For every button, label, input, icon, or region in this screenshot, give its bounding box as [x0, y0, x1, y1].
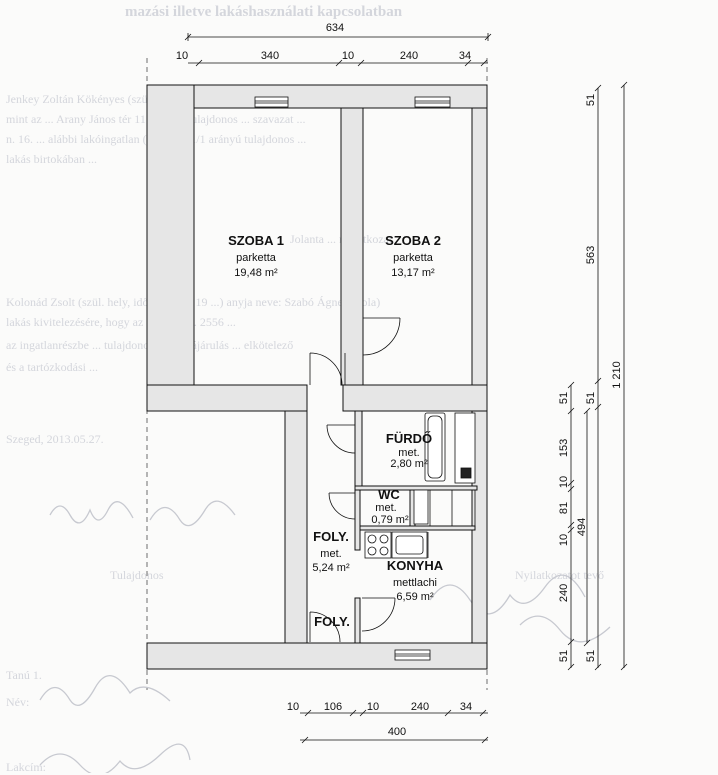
- dimension-labels: 634 10 340 10 240 34 10 106 10 240 34 40…: [176, 22, 623, 738]
- fixtures: [364, 412, 476, 559]
- dim-bottom-total: 400: [388, 726, 406, 738]
- document-line: és a tartózkodási ...: [6, 360, 98, 374]
- wall-west-upper: [146, 84, 195, 386]
- dim-top-seg: 10: [176, 50, 188, 62]
- room-floor: parketta: [236, 252, 277, 264]
- wall-mid-west: [146, 384, 308, 412]
- room-name: FÜRDŐ: [386, 431, 432, 446]
- wall-wc-west: [354, 489, 361, 551]
- dim-top-seg: 34: [459, 50, 471, 62]
- walls: [146, 84, 488, 670]
- dim-right-inner: 10: [558, 476, 570, 488]
- dim-bottom-seg: 34: [460, 701, 472, 713]
- doors: [309, 317, 401, 643]
- boiler: [460, 467, 472, 479]
- door-foly-lower: [309, 611, 341, 643]
- window-szoba1: [254, 96, 289, 108]
- wall-foly-west: [284, 410, 308, 644]
- dim-top-seg: 240: [400, 50, 418, 62]
- wall-bath-south: [354, 485, 478, 491]
- dim-right-494: 494: [576, 518, 588, 536]
- door-wc: [328, 492, 356, 520]
- room-area: 5,24 m²: [312, 562, 350, 574]
- dim-right-inner: 10: [558, 534, 570, 546]
- document-date: Szeged, 2013.05.27.: [6, 432, 104, 446]
- room-area: 2,80 m²: [390, 458, 428, 470]
- room-name: SZOBA 2: [385, 233, 441, 248]
- witness-label: Tanú 1.: [6, 668, 42, 682]
- room-name: KONYHA: [387, 558, 444, 573]
- wall-mid-east: [342, 384, 488, 412]
- document-title: mazási illetve lakáshasználati kapcsolat…: [125, 4, 403, 20]
- dim-top-seg: 10: [342, 50, 354, 62]
- dim-bottom-seg: 10: [367, 701, 379, 713]
- windows: [254, 96, 451, 661]
- room-floor: mettlachi: [393, 577, 437, 589]
- witness-name-label: Név:: [6, 695, 30, 709]
- dim-right-mid: 563: [585, 246, 597, 264]
- dimension-lines: [184, 33, 628, 744]
- room-area: 19,48 m²: [234, 267, 278, 279]
- axis-lines: [146, 58, 488, 690]
- dim-bottom-seg: 10: [287, 701, 299, 713]
- signature-caption-owner: Tulajdonos: [110, 568, 164, 582]
- room-labels: SZOBA 1 parketta 19,48 m² SZOBA 2 parket…: [228, 233, 444, 629]
- dim-right-outer: 1 210: [611, 361, 623, 389]
- dim-right-inner: 51: [558, 392, 570, 404]
- dim-right-inner: 240: [558, 584, 570, 602]
- dim-top-seg: 340: [261, 50, 279, 62]
- room-area: 6,59 m²: [396, 591, 434, 603]
- room-floor: met.: [320, 548, 341, 560]
- wc-cabinet: [413, 489, 429, 525]
- room-name: FOLY.: [313, 529, 349, 544]
- window-szoba2: [414, 96, 451, 108]
- witness-address-label: Lakcím:: [6, 760, 46, 774]
- room-name: SZOBA 1: [228, 233, 284, 248]
- door-szoba2: [362, 317, 401, 356]
- dim-right-mid: 51: [585, 94, 597, 106]
- room-floor: met.: [375, 502, 396, 514]
- dim-right-mid-bottom: 51: [585, 650, 597, 662]
- document-line: lakás birtokában ...: [6, 152, 97, 166]
- door-konyha: [361, 597, 396, 632]
- dim-right-inner: 153: [558, 439, 570, 457]
- dim-right-inner: 51: [558, 650, 570, 662]
- wall-rooms-divider: [340, 107, 364, 386]
- dim-top-total: 634: [326, 22, 344, 34]
- dim-bottom-seg: 240: [411, 701, 429, 713]
- dim-right-mid: 51: [585, 392, 597, 404]
- bath-cabinet: [454, 412, 476, 484]
- dim-bottom-seg: 106: [324, 701, 342, 713]
- room-floor: parketta: [393, 252, 434, 264]
- room-area: 13,17 m²: [391, 267, 435, 279]
- window-konyha: [394, 649, 431, 661]
- door-foly-upper: [309, 352, 343, 386]
- wall-wc-south: [354, 525, 476, 531]
- wall-kitchen-west: [354, 597, 361, 644]
- wall-south: [146, 642, 488, 670]
- room-name: FOLY.: [314, 614, 350, 629]
- wall-bath-west: [354, 410, 363, 487]
- room-area: 0,79 m²: [371, 514, 409, 526]
- room-name: WC: [378, 487, 400, 502]
- wall-east-upper: [471, 107, 488, 386]
- dim-right-inner: 81: [558, 502, 570, 514]
- room-floor: met.: [398, 447, 419, 459]
- door-furdo: [326, 424, 356, 454]
